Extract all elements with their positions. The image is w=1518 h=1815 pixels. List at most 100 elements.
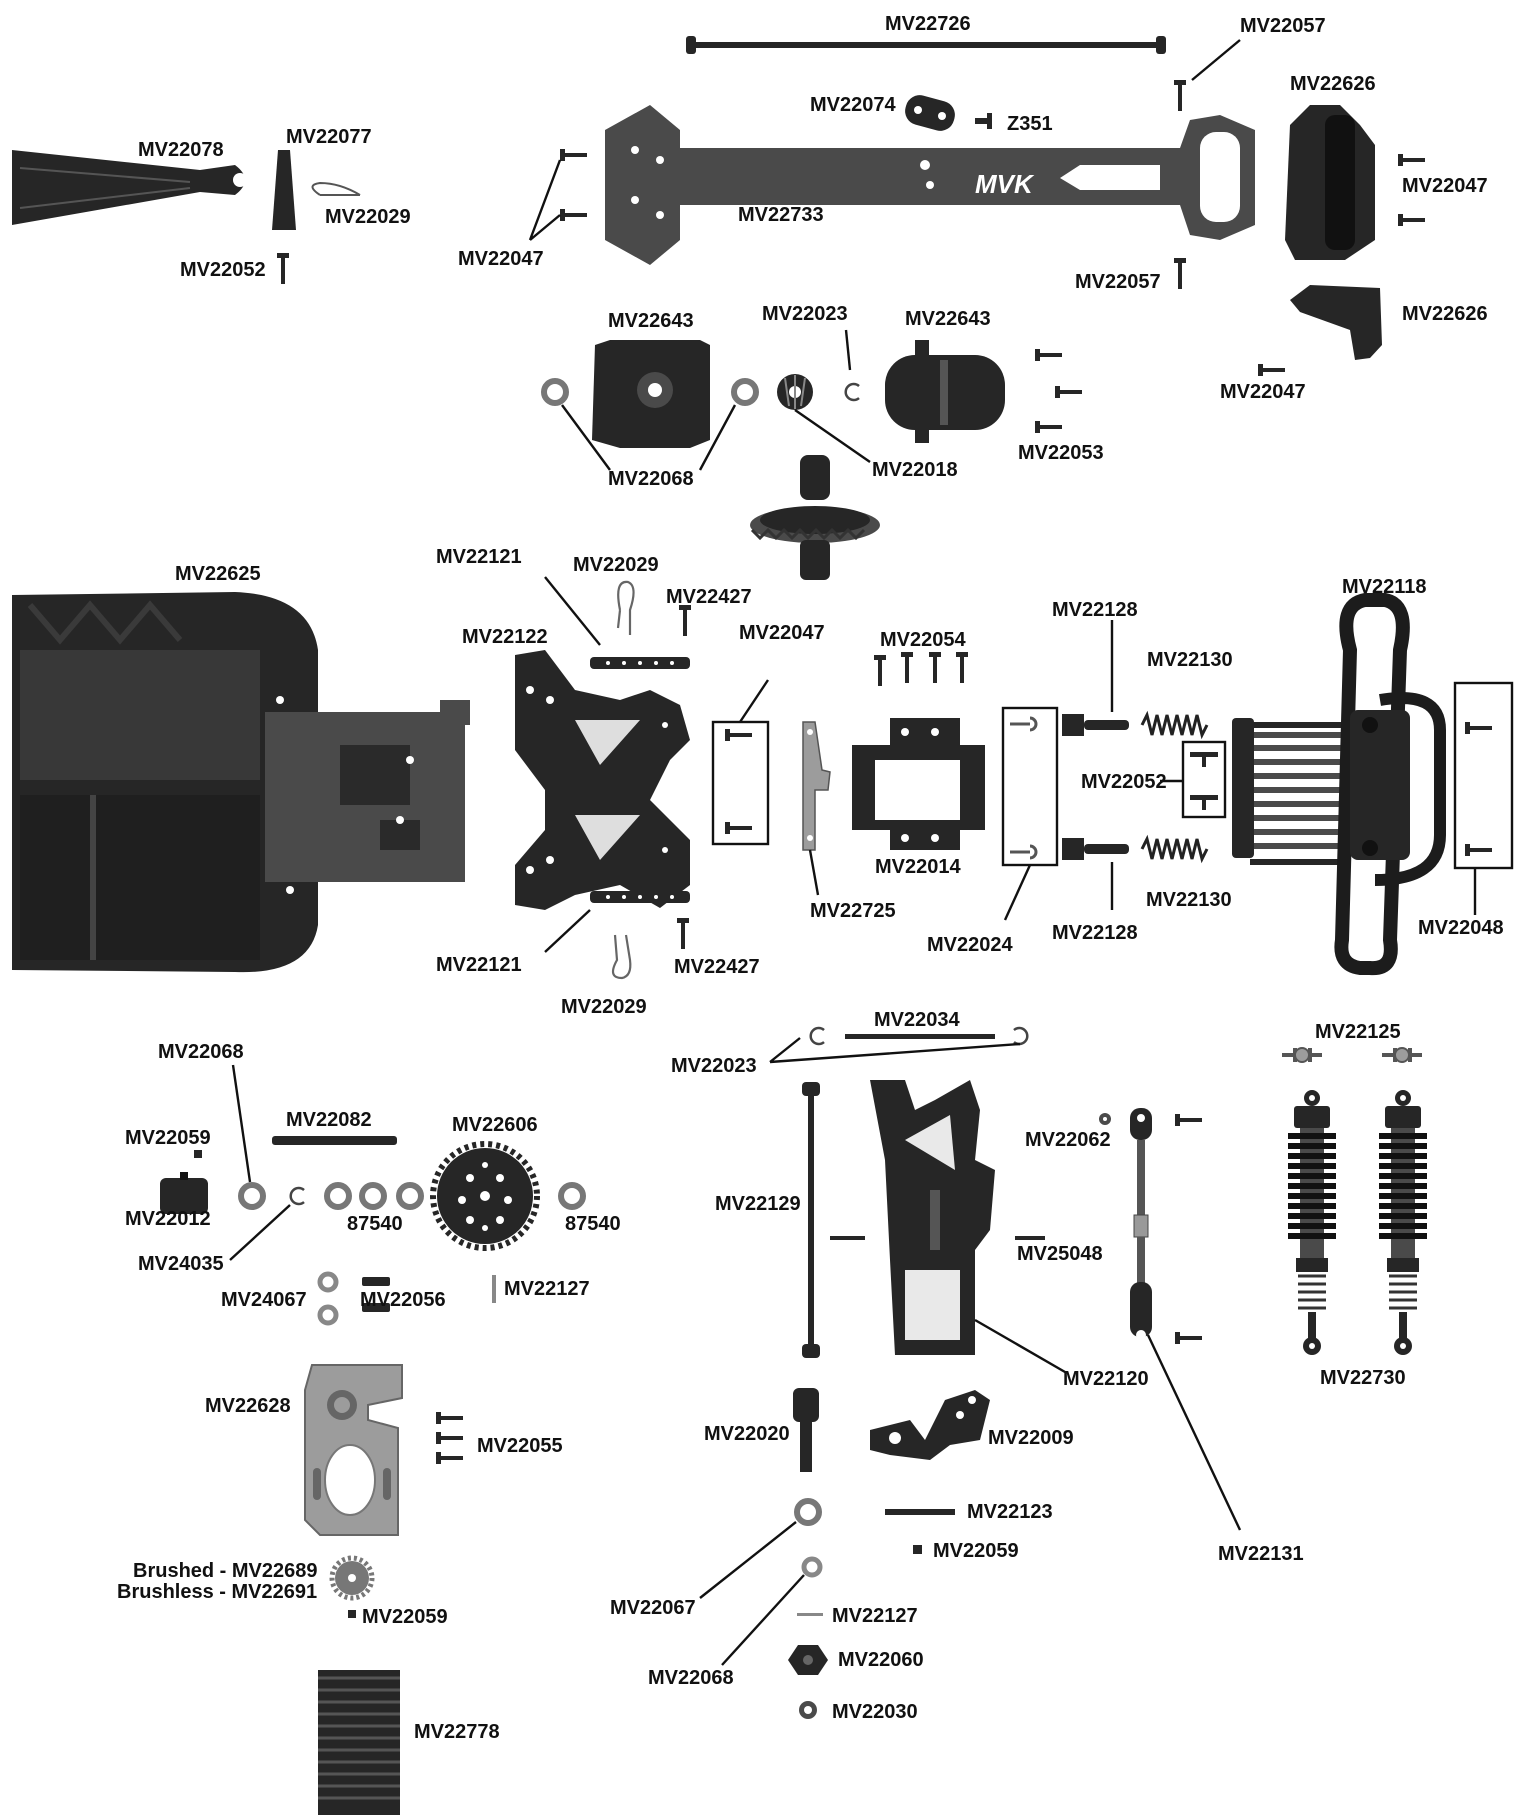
mv22053-screws [1035,349,1082,433]
label-mv22047-mid: MV22047 [739,622,825,644]
label-mv22056: MV22056 [360,1289,446,1311]
mv22048-screws [1465,722,1492,856]
mv22060-hex [788,1645,828,1675]
label-mv22130-bottom: MV22130 [1146,889,1232,911]
mv22052-screws-box [1190,752,1218,810]
mv22047-screw-cover [1258,364,1285,376]
mv22643-diff-case-left [592,340,710,448]
mv22054-screws [874,652,968,686]
label-mv22062: MV22062 [1025,1129,1111,1151]
mv22052-screw-small [277,253,289,284]
mv24035-e-clip [289,1186,306,1206]
label-mv22059-left: MV22059 [125,1127,211,1149]
label-mv22128-top: MV22128 [1052,599,1138,621]
label-mv22125: MV22125 [1315,1021,1401,1043]
label-mv22628: MV22628 [205,1395,291,1417]
label-mv22029-bottom: MV22029 [561,996,647,1018]
mv22726-center-driveshaft [686,36,1166,54]
label-87540-b: 87540 [565,1213,621,1235]
mv22128-shaft-top [1062,714,1129,736]
label-brushless: Brushless - MV22691 [117,1581,317,1603]
label-mv22029-top: MV22029 [325,206,411,228]
label-mv22121-top: MV22121 [436,546,522,568]
label-z351: Z351 [1007,113,1053,135]
mv22626-bulkhead-cover [1285,105,1375,260]
label-mv22059-right: MV22059 [933,1540,1019,1562]
label-mv22643-left: MV22643 [608,310,694,332]
label-mv22121-bottom: MV22121 [436,954,522,976]
label-mv22024: MV22024 [927,934,1013,956]
label-mv22626-mid: MV22626 [1402,303,1488,325]
label-mv22733: MV22733 [738,204,824,226]
label-mv22726: MV22726 [885,13,971,35]
label-mv22014: MV22014 [875,856,961,878]
mv22047-screws-box [725,729,752,834]
mv22725-plate [802,721,831,851]
label-mv22034: MV22034 [874,1009,960,1031]
z351-screw [975,113,992,129]
mv22121-shock-post-bottom [590,891,690,903]
mv22009-steering-knuckle [870,1390,990,1460]
mv22055-screws [436,1412,463,1464]
mv22059-set-screw-right [913,1545,922,1554]
mv22628-motor-mount [304,1364,403,1536]
label-mv22048: MV22048 [1418,917,1504,939]
mv22131-turnbuckle [1130,1108,1152,1340]
mv22074-mount [905,95,955,131]
label-mv22606: MV22606 [452,1114,538,1136]
mv22020-axle [793,1388,819,1472]
mv22029-r-clip-top [616,580,635,635]
label-mv22068-left: MV22068 [158,1041,244,1063]
mv22034-hinge-pin [845,1034,995,1039]
mv22024-box [1001,706,1059,867]
mv22778-heatsink [318,1670,400,1815]
label-mv22127-bottom: MV22127 [832,1605,918,1627]
label-mv22068-bottom: MV22068 [648,1667,734,1689]
label-mv22131: MV22131 [1218,1543,1304,1565]
label-87540-a: 87540 [347,1213,403,1235]
hinge-pin-ends [830,1236,1045,1240]
label-mv22030: MV22030 [832,1701,918,1723]
mv22029-r-clip-bottom [611,934,632,980]
label-mv22643-right: MV22643 [905,308,991,330]
87540-bearing-right [561,1185,583,1207]
mv22625-chassis-tub [12,592,470,973]
label-mv22052-mid: MV22052 [1081,771,1167,793]
mv22121-shock-post-top [590,657,690,669]
label-mv22052-top: MV22052 [180,259,266,281]
label-mv22077: MV22077 [286,126,372,148]
mv22128-shaft-bottom [1062,838,1129,860]
mv22068-bearing-small [804,1559,820,1575]
label-mv22778: MV22778 [414,1721,500,1743]
mv22047-screws-left [560,149,587,221]
label-mv22023-top: MV22023 [762,303,848,325]
mv22047-box [711,720,770,846]
label-mv22625: MV22625 [175,563,261,585]
mv22130-spring-top [1140,713,1209,737]
label-mv22127-top: MV22127 [504,1278,590,1300]
mv22068-washer-left [241,1185,263,1207]
mv22059-set-screw [194,1150,202,1158]
mv22129-dogbone [802,1082,820,1358]
label-mv22074: MV22074 [810,94,896,116]
label-mv22130-top: MV22130 [1147,649,1233,671]
turnbuckle-screws [1175,1114,1202,1344]
mv22730-shock-right [1379,1090,1427,1355]
mv22068-washer-a [544,381,566,403]
label-mv24035: MV24035 [138,1253,224,1275]
label-mv22047-bottom: MV22047 [1220,381,1306,403]
label-mv22012: MV22012 [125,1208,211,1230]
label-mv22067: MV22067 [610,1597,696,1619]
mv22024-ball-studs [1010,716,1038,860]
label-mv22009: MV22009 [988,1427,1074,1449]
label-mv22029-mid: MV22029 [573,554,659,576]
mv22014-bulkhead [852,718,985,850]
mv22077-post [272,150,296,230]
label-mv22020: MV22020 [704,1423,790,1445]
label-mv22082: MV22082 [286,1109,372,1131]
label-mv24067: MV24067 [221,1289,307,1311]
mv22606-spur-gear [430,1141,540,1251]
mv22118-front-bumper [1232,593,1446,976]
mv22057-screw-lower [1174,258,1186,289]
